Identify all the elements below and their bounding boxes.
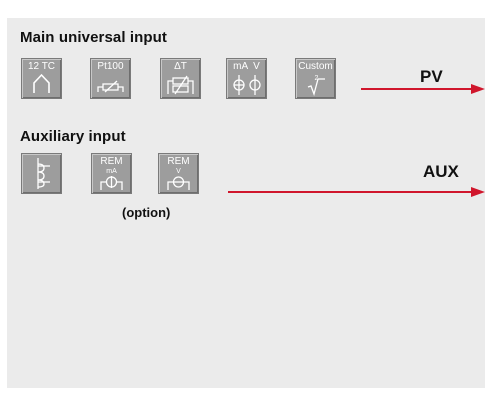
transformer-button[interactable] xyxy=(21,153,62,194)
option-note: (option) xyxy=(122,205,171,220)
main-input-title: Main universal input xyxy=(20,29,168,46)
pt100-button[interactable]: Pt100 xyxy=(90,58,131,99)
aux-arrow xyxy=(228,187,485,197)
remote-voltage-icon xyxy=(167,176,190,190)
pt100-label: Pt100 xyxy=(97,61,124,72)
remote-v-label: REM xyxy=(167,156,190,167)
delta-t-button[interactable]: ΔT xyxy=(160,58,201,99)
transformer-coil-icon xyxy=(37,158,50,189)
ma-v-label: mA V xyxy=(233,61,260,72)
delta-t-label: ΔT xyxy=(174,61,187,72)
square-root-icon xyxy=(307,78,325,97)
remote-v-button[interactable]: REM V xyxy=(158,153,199,194)
rtd-resistor-icon xyxy=(97,80,124,93)
thermocouple-icon xyxy=(33,73,50,93)
current-voltage-source-icon xyxy=(233,75,261,95)
remote-ma-sub-label: mA xyxy=(106,168,117,175)
remote-ma-button[interactable]: REM mA xyxy=(91,153,132,194)
thermocouple-button[interactable]: 12 TC xyxy=(21,58,62,99)
custom-label: Custom xyxy=(298,61,333,72)
pv-signal-label: PV xyxy=(420,67,443,86)
delta-t-resistor-icon xyxy=(167,75,194,95)
aux-input-title: Auxiliary input xyxy=(20,128,126,145)
remote-current-icon xyxy=(100,176,123,190)
remote-v-sub-label: V xyxy=(176,168,181,175)
ma-v-button[interactable]: mA V xyxy=(226,58,267,99)
pv-arrow xyxy=(361,84,485,94)
aux-signal-label: AUX xyxy=(423,162,459,181)
remote-ma-label: REM xyxy=(100,156,123,167)
custom-sub-label: 2 xyxy=(314,75,319,82)
custom-button[interactable]: Custom 2 xyxy=(295,58,336,99)
thermocouple-label: 12 TC xyxy=(27,61,56,72)
